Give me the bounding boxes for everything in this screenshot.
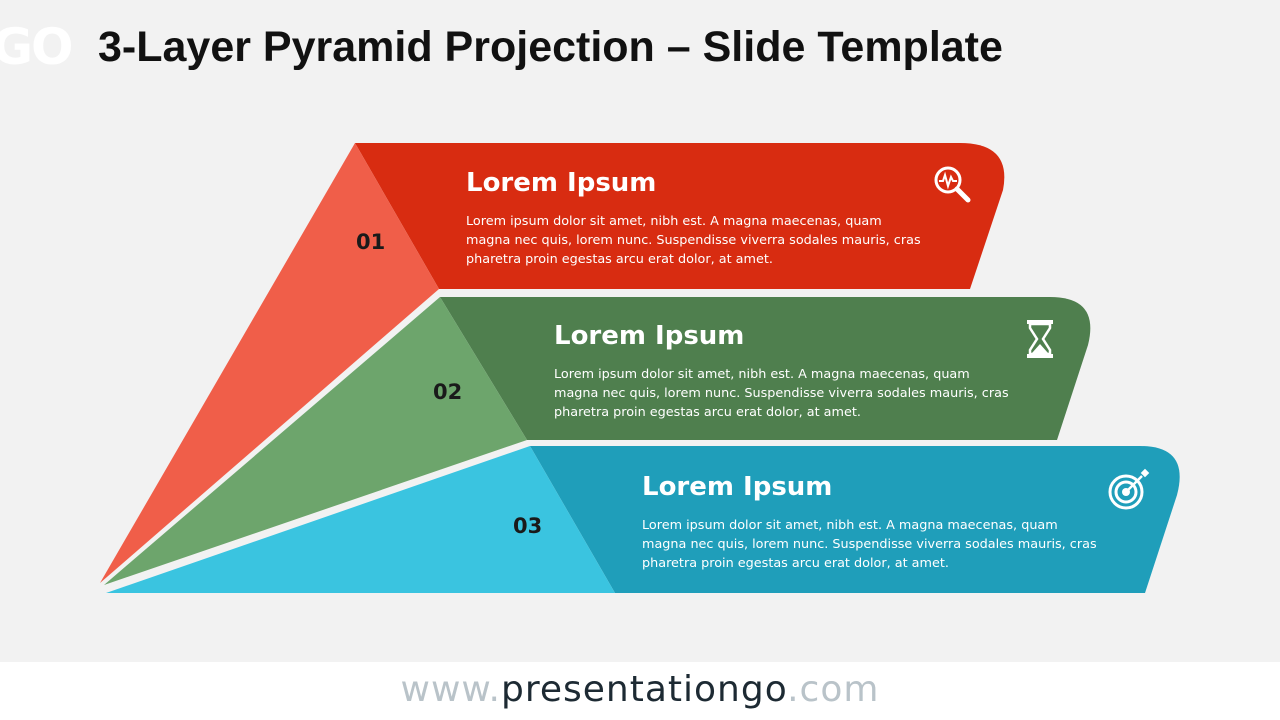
footer: www.presentationgo.com: [0, 662, 1280, 720]
layer-3-number: 03: [513, 514, 543, 538]
layer-1-number: 01: [356, 230, 386, 254]
brand-logo: GO: [0, 18, 74, 76]
footer-url-brand: presentationgo: [501, 669, 788, 710]
layer-3-face: [106, 446, 615, 593]
layer-2-face: [104, 297, 527, 585]
layer-2-heading: Lorem Ipsum: [554, 321, 745, 351]
layer-2-band: [440, 297, 1091, 440]
layer-3-heading: Lorem Ipsum: [642, 472, 833, 502]
layer-2-text: Lorem ipsum dolor sit amet, nibh est. A …: [554, 367, 1009, 420]
layer-3-band: [530, 446, 1180, 593]
footer-url-suffix: .com: [787, 669, 880, 710]
layer-1-face: [100, 143, 439, 583]
layer-1-heading: Lorem Ipsum: [466, 168, 657, 198]
layer-2-number: 02: [433, 380, 463, 404]
layer-3-text: Lorem ipsum dolor sit amet, nibh est. A …: [642, 518, 1097, 571]
layer-1-text: Lorem ipsum dolor sit amet, nibh est. A …: [466, 214, 921, 267]
footer-url-prefix: www.: [400, 669, 501, 710]
magnifier-pulse-icon: [934, 166, 971, 203]
target-arrow-icon: [1108, 468, 1150, 510]
layer-1-band: [355, 143, 1005, 289]
slide-title: 3-Layer Pyramid Projection – Slide Templ…: [98, 23, 1003, 71]
hourglass-icon: [1027, 320, 1053, 358]
footer-url: www.presentationgo.com: [0, 662, 1280, 718]
